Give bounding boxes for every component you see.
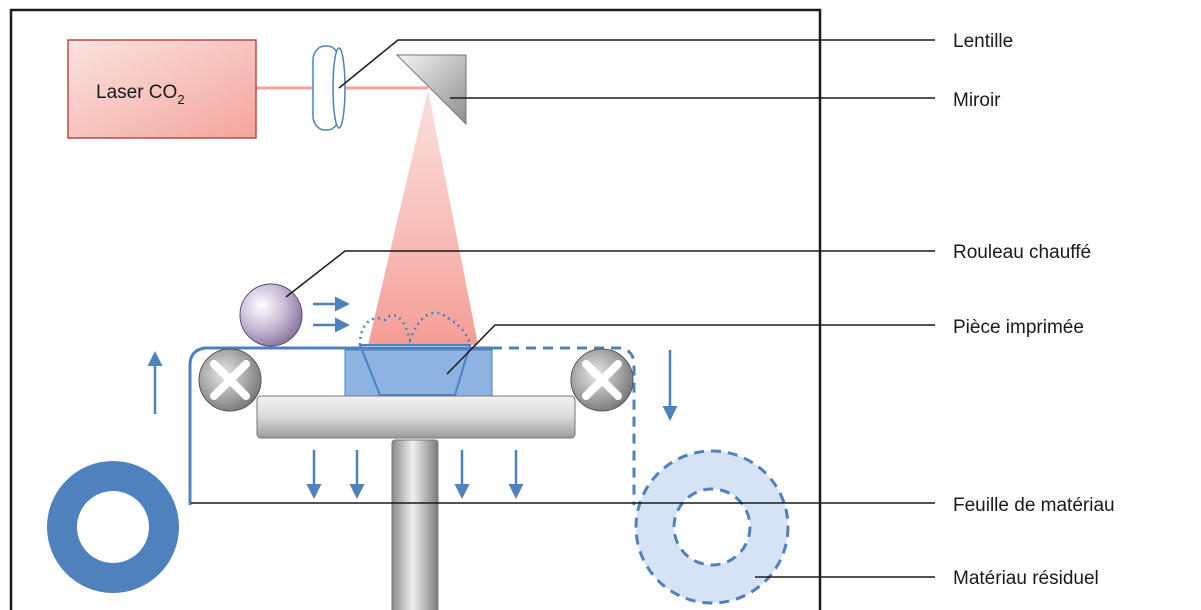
printed-part-outline: [358, 311, 472, 346]
printed-part-body: [358, 344, 472, 396]
build-platform: [256, 395, 576, 439]
laser-label: Laser CO2: [96, 82, 185, 107]
heated-roller-icon: [239, 283, 303, 347]
residual-material-label: Matériau résiduel: [953, 568, 1099, 589]
powder-bed-block: [344, 349, 493, 397]
heated-roller-leader: [285, 250, 935, 298]
mirror-label: Miroir: [953, 90, 1001, 111]
roller-motion-arrows: [313, 296, 350, 333]
waste-sheet-path: [492, 346, 636, 505]
laser-beam-cone: [368, 90, 478, 345]
residual-material-roll: [634, 449, 790, 605]
laser-co2: Laser CO2: [67, 39, 257, 139]
laser-box: [67, 39, 257, 139]
mirror-icon: [395, 54, 467, 126]
material-supply-roll: [47, 461, 179, 593]
printed-part-label: Pièce imprimée: [953, 317, 1084, 338]
callout-lines: [191, 39, 935, 578]
material-sheet-path: [188, 346, 492, 505]
heated-roller-label: Rouleau chauffé: [953, 242, 1091, 263]
lens-label: Lentille: [953, 31, 1013, 52]
material-sheet-label: Feuille de matériau: [953, 495, 1115, 516]
lens-icon: [312, 45, 346, 131]
machine-frame: [9, 8, 822, 610]
printed-part-leader: [446, 324, 935, 375]
right-guide-roller: [570, 348, 634, 412]
platform-pillar: [391, 439, 439, 610]
platform-down-arrows: [306, 450, 524, 499]
left-guide-roller: [198, 348, 262, 412]
lens-leader: [338, 39, 935, 89]
